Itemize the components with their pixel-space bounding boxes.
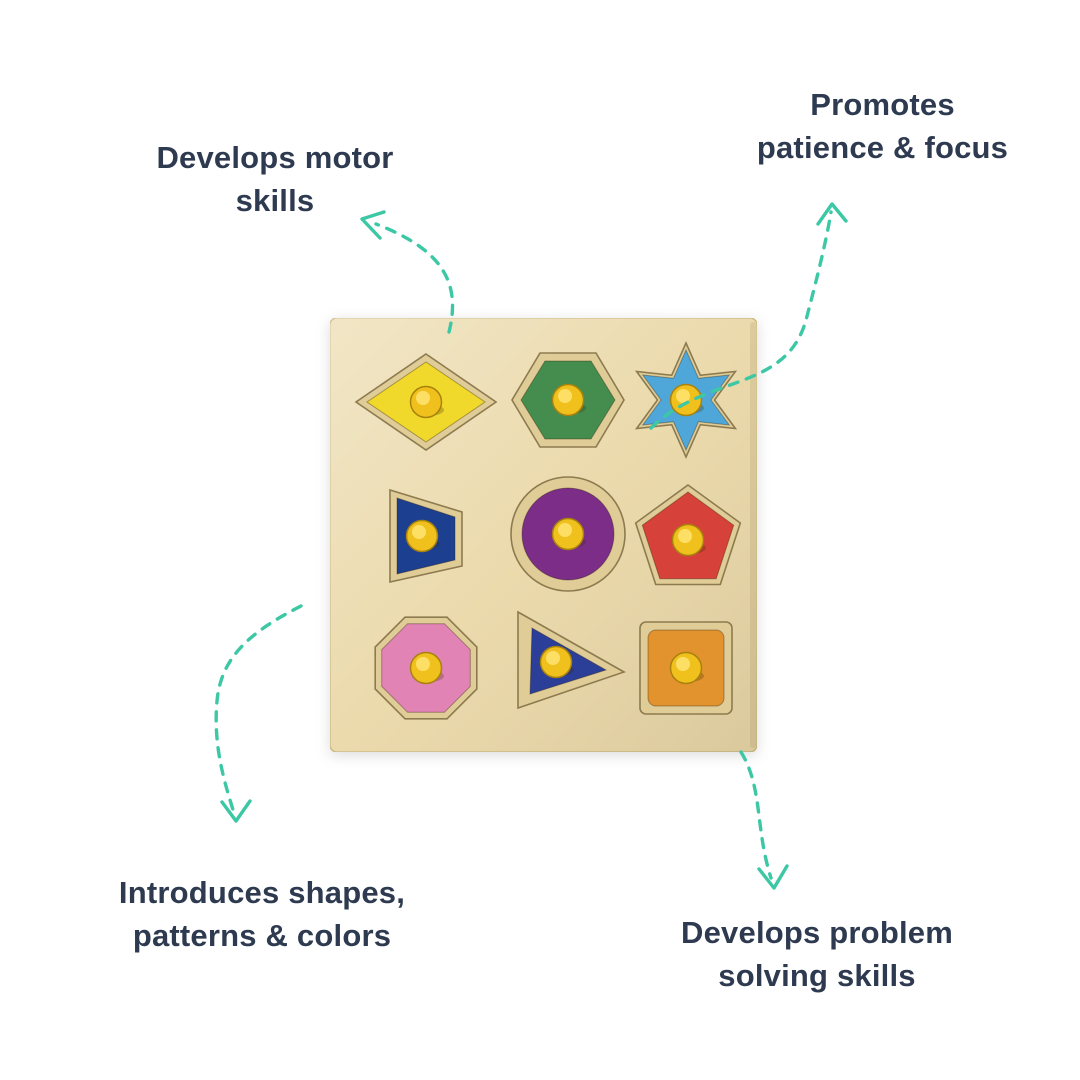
puzzle-piece-circle <box>510 476 626 592</box>
puzzle-piece-diamond <box>354 353 498 451</box>
peg-knob <box>409 651 444 685</box>
puzzle-board <box>329 317 758 753</box>
peg-knob <box>405 519 440 553</box>
label-develops-motor-skills: Develops motor skills <box>156 140 394 218</box>
peg-knob <box>551 517 586 551</box>
puzzle-piece-triangle <box>517 610 626 710</box>
arrow-bottom-left <box>214 604 303 823</box>
peg-knob <box>539 645 574 679</box>
peg-knob <box>669 651 704 685</box>
arrow-bottom-right <box>739 750 789 890</box>
puzzle-piece-octagon <box>374 616 478 720</box>
puzzle-piece-trapezoid <box>389 488 463 583</box>
label-develops-problem-solving-skills: Develops problem solving skills <box>681 915 953 993</box>
arrow-top-left <box>360 210 455 334</box>
puzzle-piece-pentagon <box>634 484 742 586</box>
board-edge <box>750 322 756 748</box>
puzzle-piece-hexagon <box>511 352 625 448</box>
label-promotes-patience-focus: Promotes patience & focus <box>756 87 1009 165</box>
peg-knob <box>409 385 444 419</box>
peg-knob <box>551 383 586 417</box>
label-introduces-shapes-patterns-colors: Introduces shapes, patterns & colors <box>118 875 406 953</box>
puzzle-piece-square <box>639 621 733 715</box>
peg-knob <box>671 523 706 557</box>
